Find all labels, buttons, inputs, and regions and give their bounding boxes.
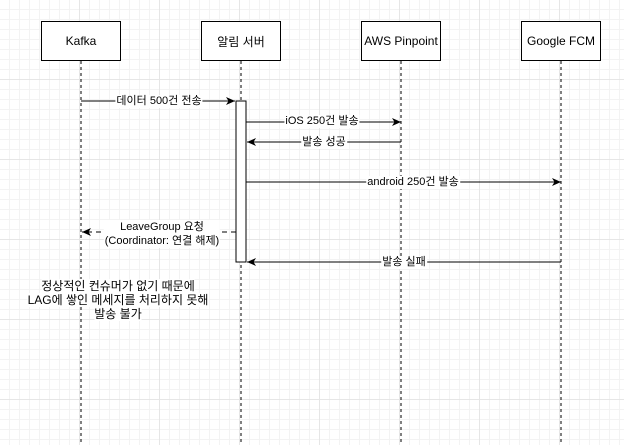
android-send-label: android 250건 발송 [366,176,460,189]
actor-kafka: Kafka [41,21,121,61]
actor-aws-pinpoint: AWS Pinpoint [361,21,441,61]
leave-group-label-line2: (Coordinator: 연결 해제) [104,235,220,247]
failure-note-line3: 발송 불가 [94,307,142,321]
actor-alarm-server: 알림 서버 [201,21,281,61]
actor-google-fcm: Google FCM [521,21,601,61]
leave-group-label: LeaveGroup 요청 (Coordinator: 연결 해제) [103,220,221,248]
failure-note-line2: LAG에 쌓인 메세지를 처리하지 못해 [27,293,209,307]
failure-note: 정상적인 컨슈머가 없기 때문에 LAG에 쌓인 메세지를 처리하지 못해 발송… [27,279,209,321]
actor-alarm-server-label: 알림 서버 [217,34,265,49]
send-fail-label: 발송 실패 [381,256,427,269]
leave-group-label-line1: LeaveGroup 요청 [120,221,204,233]
actor-google-fcm-label: Google FCM [526,34,596,48]
ios-send-label: iOS 250건 발송 [284,115,360,128]
failure-note-line1: 정상적인 컨슈머가 없기 때문에 [41,279,195,293]
send-success-label: 발송 성공 [301,136,347,149]
alarm-server-activation [235,100,247,263]
actor-kafka-label: Kafka [65,34,97,48]
data-send-label: 데이터 500건 전송 [115,95,203,108]
actor-aws-pinpoint-label: AWS Pinpoint [364,34,438,48]
